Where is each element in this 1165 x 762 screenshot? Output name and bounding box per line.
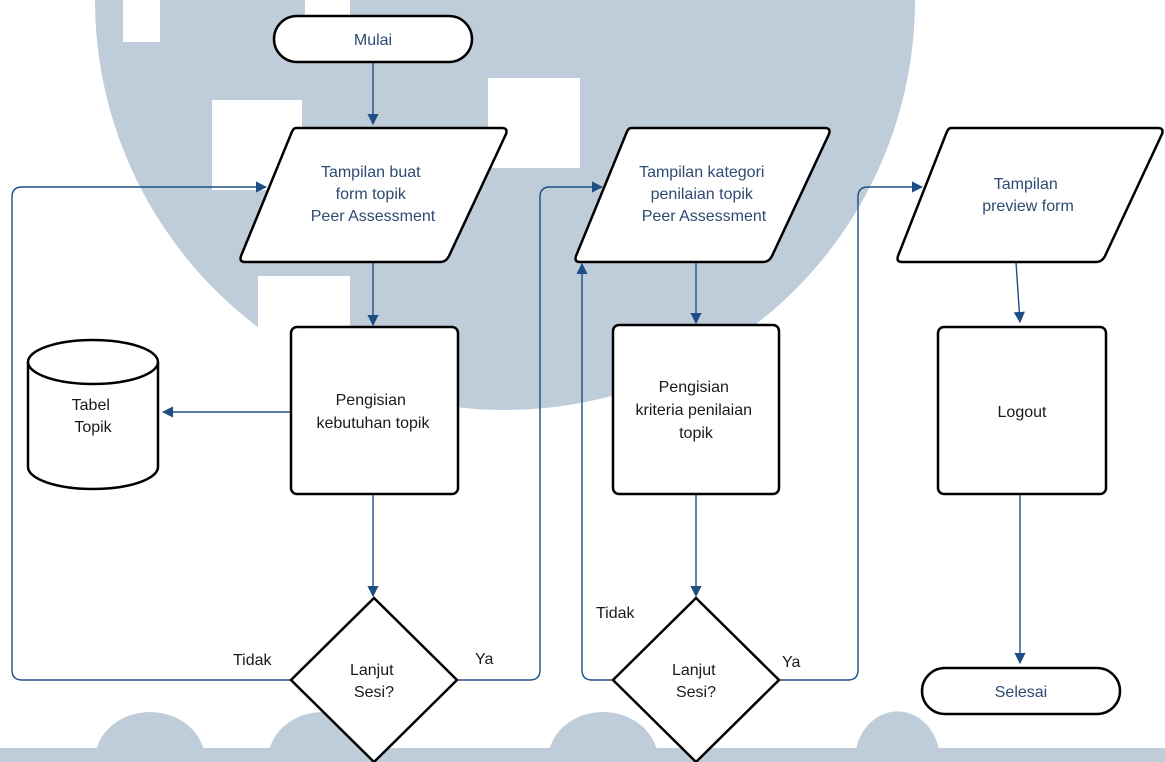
edge-label-d1-no: Tidak: [233, 652, 273, 669]
database-topic-label: Tabel Topik: [72, 397, 115, 436]
end-terminal: Selesai: [920, 666, 1122, 716]
process-logout-label: Logout: [998, 404, 1047, 421]
start-label: Mulai: [354, 32, 392, 49]
process-fill-criteria-label: Pengisian kriteria penilaian topik: [636, 379, 757, 442]
decision-2-label: Lanjut Sesi?: [672, 662, 720, 701]
edge-label-d1-yes: Ya: [475, 651, 493, 668]
io-category-assessment: Tampilan kategori penilaian topik Peer A…: [574, 126, 831, 264]
io-form-topic-label: Tampilan buat form topik Peer Assessment: [311, 164, 436, 225]
end-label: Selesai: [995, 684, 1047, 701]
watermark-base: [0, 748, 1165, 762]
watermark-notch-1: [123, 0, 160, 42]
decision-1-label: Lanjut Sesi?: [350, 662, 398, 701]
process-logout: Logout: [936, 325, 1108, 496]
process-fill-criteria: Pengisian kriteria penilaian topik: [611, 323, 781, 496]
watermark-notch-3: [488, 78, 580, 168]
io-form-topic: Tampilan buat form topik Peer Assessment: [239, 126, 508, 264]
edge-decision2-no-loop: [576, 262, 613, 681]
io-preview-label: Tampilan preview form: [982, 176, 1074, 215]
io-preview-form: Tampilan preview form: [896, 126, 1164, 264]
process-fill-needs-label: Pengisian kebutuhan topik: [317, 392, 431, 432]
start-terminal: Mulai: [272, 14, 474, 64]
edge-decision1-yes: [457, 181, 604, 681]
connectors: [11, 62, 1026, 681]
edge-decision2-yes: [779, 181, 924, 681]
io-category-label: Tampilan kategori penilaian topik Peer A…: [639, 164, 769, 225]
edge-preview-to-logout: [1013, 261, 1025, 324]
edge-label-d2-yes: Ya: [782, 654, 800, 671]
database-topic-table: Tabel Topik: [26, 338, 160, 491]
edge-label-d2-no: Tidak: [596, 605, 636, 622]
process-fill-needs: Pengisian kebutuhan topik: [289, 325, 460, 496]
watermark-notch-5: [305, 0, 350, 18]
decision-continue-session-2: Lanjut Sesi?: [611, 596, 781, 762]
edge-decision1-no-loop: [11, 181, 291, 681]
decision-continue-session-1: Lanjut Sesi?: [289, 596, 459, 762]
